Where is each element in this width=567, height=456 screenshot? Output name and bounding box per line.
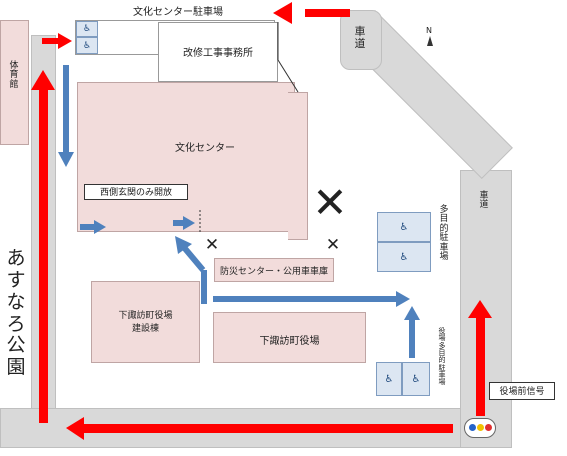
- disaster-center-garage: [214, 258, 334, 282]
- road-right-label: 車道: [479, 191, 489, 211]
- west-entrance-label: 西側玄関のみ開放: [99, 188, 172, 198]
- blue-route-entrance-1: [80, 220, 106, 234]
- closed-mark-small-2: ✕: [325, 235, 341, 255]
- culture-center-building: [77, 82, 295, 232]
- west-entrance-box: [84, 184, 188, 200]
- road-top-stub: [340, 10, 382, 70]
- blue-route-down-left: [58, 65, 74, 167]
- culture-center-label: 文化センター: [175, 143, 235, 154]
- north-arrow-icon: N: [422, 26, 436, 48]
- multi-parking-space-1: ♿: [377, 212, 431, 242]
- gym-label: 体育館: [9, 61, 19, 90]
- multi-parking-label: 多目的駐車場: [439, 205, 449, 263]
- road-top-label: 車道: [354, 25, 366, 50]
- red-route-top: [273, 2, 350, 24]
- red-route-left-entry: [42, 33, 72, 49]
- north-label: N: [426, 26, 432, 35]
- park-label: あすなろ公園: [6, 247, 26, 379]
- construction-building-label: 下諏訪町役場 建設棟: [118, 311, 173, 334]
- construction-office: [158, 22, 278, 82]
- culture-center-east-wing: [288, 92, 308, 240]
- disaster-center-garage-label: 防災センター・公用車車庫: [219, 267, 328, 277]
- parking-top-label: 文化センター駐車場: [133, 7, 223, 18]
- parking-top-accessible-2: ♿: [76, 37, 98, 54]
- blue-route-up-diagonal: [175, 236, 206, 272]
- construction-office-label: 改修工事事務所: [183, 48, 253, 59]
- signal-label-box: [489, 382, 555, 400]
- multi-parking-space-2: ♿: [377, 242, 431, 272]
- red-route-bottom: [66, 417, 453, 440]
- signal-blue-light: [469, 424, 476, 431]
- signal-yellow-light: [477, 424, 484, 431]
- town-office-building: [213, 312, 366, 363]
- red-route-right: [468, 300, 492, 416]
- blue-route-entrance-2: [173, 216, 195, 230]
- signal-red-light: [485, 424, 492, 431]
- traffic-signal-icon: [464, 418, 496, 438]
- blue-route-vertical-right: [404, 306, 420, 358]
- closed-mark-small-1: ✕: [204, 235, 220, 255]
- closed-mark-large: ✕: [312, 178, 348, 227]
- signal-label: 役場前信号: [499, 387, 545, 397]
- gym-building: [0, 20, 29, 145]
- office-multi-parking-label: 役場多目的駐車場: [438, 327, 446, 387]
- town-office-label: 下諏訪町役場: [259, 336, 320, 347]
- office-parking-space-1: ♿: [376, 362, 402, 396]
- blue-route-vertical-mid: [201, 270, 207, 304]
- construction-building: [91, 281, 200, 363]
- blue-route-horizontal-mid: [213, 291, 410, 307]
- office-parking-space-2: ♿: [402, 362, 430, 396]
- parking-top-accessible-1: ♿: [76, 21, 98, 37]
- red-route-left-vertical: [31, 70, 55, 423]
